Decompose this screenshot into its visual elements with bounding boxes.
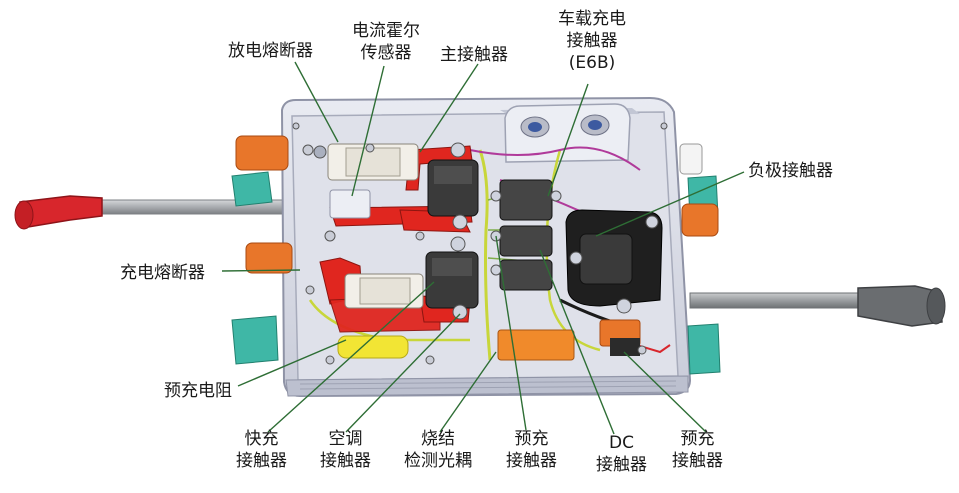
label-ac-contactor: 空调 接触器 [320, 429, 371, 471]
right-hv-cable [689, 285, 946, 327]
label-negative-contactor: 负极接触器 [748, 161, 833, 181]
label-precharge-resistor: 预充电阻 [164, 381, 232, 401]
leader-precharge-2 [623, 351, 707, 433]
leader-lines [221, 61, 745, 435]
leader-dc-contactor [539, 249, 615, 435]
obc-connector-bosses [504, 103, 631, 163]
orange-connectors [235, 135, 719, 274]
label-main-contactor: 主接触器 [440, 45, 508, 65]
label-sinter-optocoupler: 烧结 检测光耦 [404, 429, 472, 471]
label-fast-charge-contactor: 快充 接触器 [236, 429, 287, 471]
leader-sinter-optocoupler [439, 351, 497, 433]
label-charge-fuse: 充电熔断器 [120, 263, 205, 283]
label-precharge-contactor-1: 预充 接触器 [506, 429, 557, 471]
leader-obc-contactor [547, 83, 589, 197]
leader-fast-charge [267, 281, 435, 433]
label-precharge-contactor-2: 预充 接触器 [672, 429, 723, 471]
leader-discharge-fuse [294, 61, 339, 143]
small-relay-bank [490, 179, 562, 291]
label-discharge-fuse: 放电熔断器 [228, 41, 313, 61]
contactors [425, 142, 663, 356]
label-current-hall-sensor: 电流霍尔 传感器 [352, 21, 420, 63]
hall-sensor-body [329, 189, 371, 219]
dc-precharge-area [599, 298, 641, 356]
label-obc-contactor: 车载充电 接触器 (E6B) [558, 9, 626, 73]
leader-charge-fuse [221, 269, 301, 272]
discharge-fuse-body [313, 143, 419, 181]
fast-charge-contactor-body [425, 236, 479, 320]
right-gray-plug [857, 285, 943, 327]
main-contactor-body [427, 142, 479, 230]
bolts [292, 122, 668, 365]
leader-ac-contactor [345, 313, 461, 433]
leader-hall-sensor [351, 65, 385, 197]
leader-negative-contactor [595, 171, 745, 237]
negative-contactor-body [565, 209, 663, 307]
leader-main-contactor [419, 63, 479, 153]
leader-precharge-resistor [237, 339, 347, 387]
leader-precharge-1 [495, 235, 527, 431]
label-dc-contactor: DC 接触器 [596, 433, 647, 475]
